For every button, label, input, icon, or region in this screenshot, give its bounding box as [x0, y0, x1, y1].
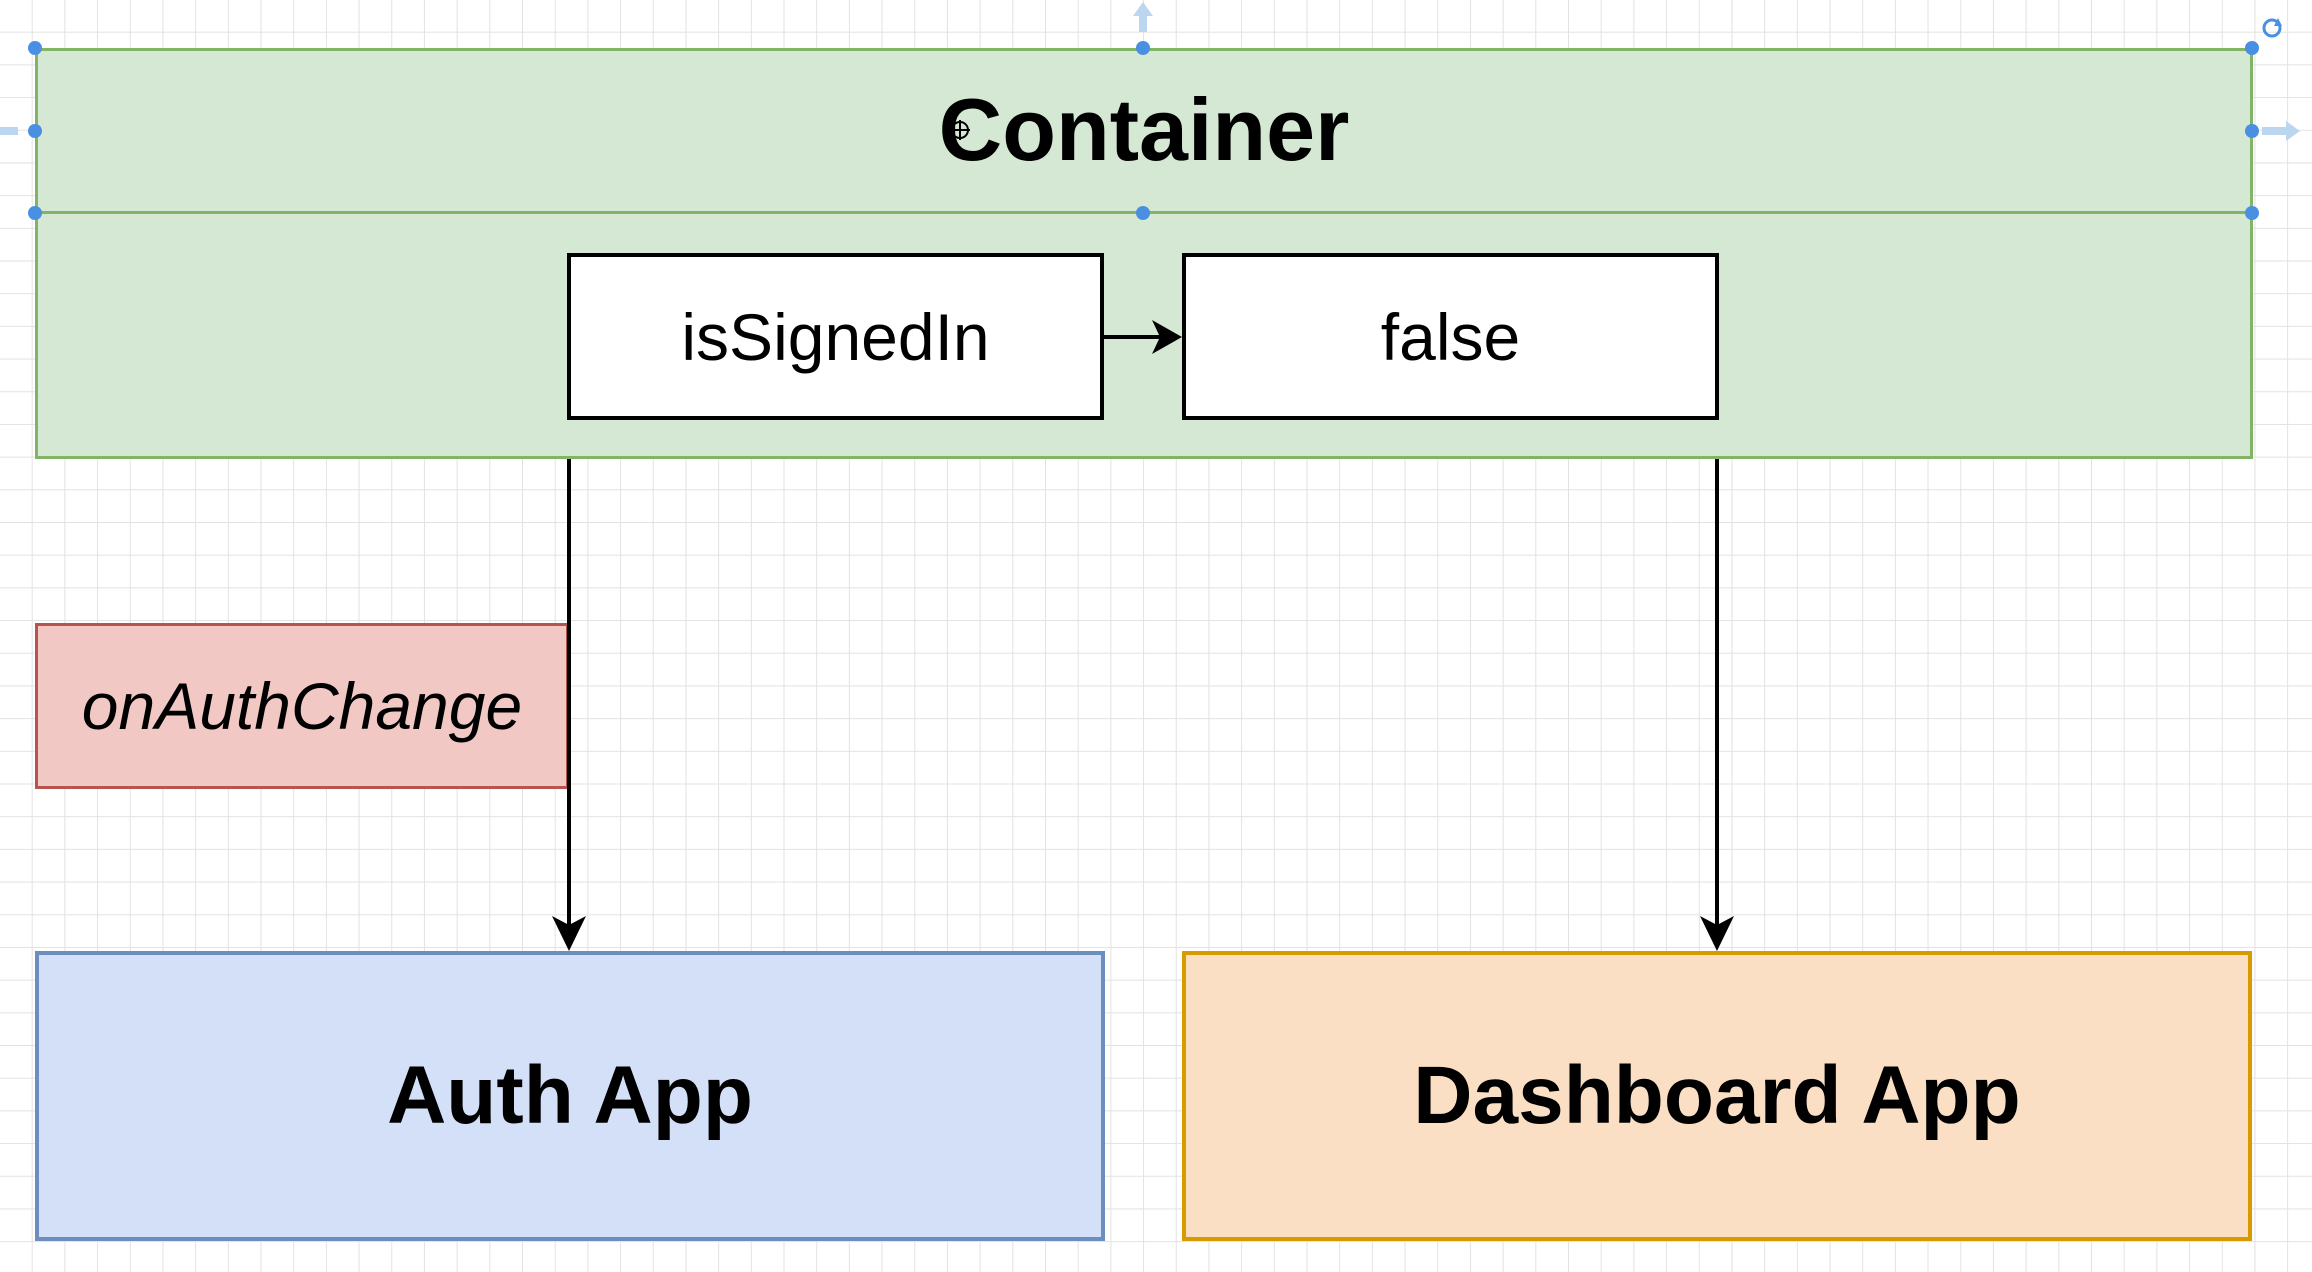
connect-left-arrow [0, 127, 18, 135]
value-box[interactable]: false [1182, 253, 1719, 420]
arrow-container-to-dashboard-app[interactable] [1700, 459, 1734, 951]
on-auth-change-box[interactable]: onAuthChange [35, 623, 569, 789]
is-signed-in-box[interactable]: isSignedIn [567, 253, 1104, 420]
dashboard-app-box[interactable]: Dashboard App [1182, 951, 2252, 1241]
container-label: Container [938, 79, 1350, 179]
connect-up-arrow [1133, 2, 1153, 32]
value-label: false [1380, 299, 1521, 374]
rotate-handle-icon[interactable] [2262, 18, 2282, 38]
dashboard-app-label: Dashboard App [1413, 1050, 2021, 1141]
is-signed-in-label: isSignedIn [681, 299, 990, 374]
container-box[interactable] [35, 48, 2253, 459]
container-header[interactable]: Container [35, 48, 2253, 214]
on-auth-change-label: onAuthChange [81, 669, 523, 743]
connect-right-arrow [2262, 121, 2300, 141]
auth-app-box[interactable]: Auth App [35, 951, 1105, 1241]
auth-app-label: Auth App [387, 1050, 753, 1141]
